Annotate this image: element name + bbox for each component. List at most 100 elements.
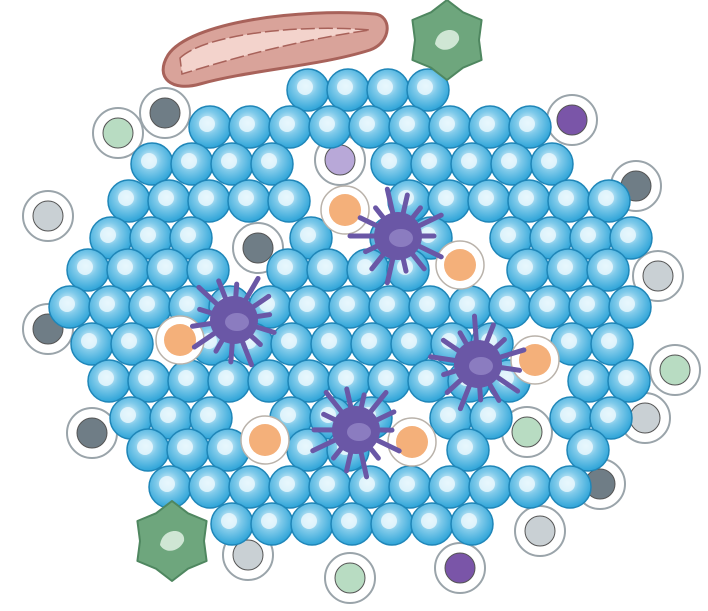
blue-lymphocyte-icon — [48, 285, 92, 329]
blue-lymphocyte-icon — [170, 142, 214, 186]
macrophage-icon — [411, 0, 483, 81]
peripheral-cell-icon — [514, 505, 566, 557]
orange-cells — [155, 185, 560, 467]
blue-lymphocyte-icon — [88, 285, 132, 329]
blue-lymphocyte-icon — [546, 248, 590, 292]
blue-lymphocyte-icon — [410, 502, 454, 546]
blue-lymphocyte-icon — [70, 322, 114, 366]
blue-lymphocyte-icon — [428, 465, 472, 509]
blue-lymphocyte-icon — [326, 68, 370, 112]
orange-cell-icon — [320, 185, 370, 235]
blue-lymphocyte-icon — [370, 142, 414, 186]
blue-lymphocyte-icon — [348, 105, 392, 149]
dendritic-cell-icon — [189, 275, 277, 368]
blue-lymphocyte-icon — [469, 396, 513, 440]
blue-lymphocyte-icon — [370, 502, 414, 546]
blue-lymphocyte-icon — [590, 322, 634, 366]
peripheral-cell-icon — [22, 190, 74, 242]
blue-lymphocyte-icon — [468, 105, 512, 149]
blue-lymphocyte-icon — [87, 359, 131, 403]
macrophage-icon — [136, 500, 208, 582]
dendritic-cell-icon — [310, 386, 402, 480]
dendritic-cells — [189, 186, 527, 480]
blue-lymphocyte-icon — [467, 179, 511, 223]
blue-lymphocyte-icon — [268, 105, 312, 149]
blue-lymphocyte-icon — [290, 502, 334, 546]
blue-lymphocyte-icon — [210, 142, 254, 186]
blue-lymphocyte-icon — [189, 396, 233, 440]
macrophages — [136, 0, 483, 582]
peripheral-cell-icon — [632, 250, 684, 302]
blue-lymphocyte-icon — [106, 248, 150, 292]
blue-lymphocyte-icon — [228, 465, 272, 509]
blue-lymphocyte-icon — [287, 359, 331, 403]
blue-lymphocyte-icon — [508, 465, 552, 509]
blue-lymphocyte-icon — [566, 428, 610, 472]
blue-lymphocyte-icon — [528, 285, 572, 329]
blue-lymphocyte-icon — [306, 248, 350, 292]
blue-lymphocyte-icon — [247, 359, 291, 403]
peripheral-cell-icon — [649, 344, 701, 396]
blue-lymphocyte-icon — [166, 428, 210, 472]
blue-lymphocyte-icon — [66, 248, 110, 292]
blue-lymphocyte-icon — [406, 68, 450, 112]
blue-lymphocyte-icon — [310, 322, 354, 366]
blood-vessel — [161, 11, 389, 88]
blue-lymphocyte-icon — [268, 465, 312, 509]
blue-lymphocyte-icon — [110, 322, 154, 366]
blue-lymphocyte-icon — [330, 502, 374, 546]
blue-lymphocyte-icon — [567, 359, 611, 403]
blood-vessel-icon — [161, 11, 389, 88]
blue-lymphocyte-icon — [366, 68, 410, 112]
blue-lymphocyte-icon — [146, 248, 190, 292]
blue-lymphocyte-icon — [348, 465, 392, 509]
dendritic-cell-icon — [347, 186, 444, 286]
blue-lymphocyte-icon — [508, 105, 552, 149]
peripheral-cell-icon — [139, 87, 191, 139]
blue-lymphocyte-icon — [188, 105, 232, 149]
blue-lymphocyte-icon — [446, 428, 490, 472]
blue-lymphocyte-icon — [547, 179, 591, 223]
blue-lymphocyte-icon — [450, 142, 494, 186]
blue-lymphocyte-icon — [250, 142, 294, 186]
blue-lymphocyte-icon — [427, 179, 471, 223]
blue-lymphocyte-icon — [550, 322, 594, 366]
blue-lymphocyte-icon — [548, 465, 592, 509]
blue-lymphocyte-icon — [608, 285, 652, 329]
blue-lymphocyte-icon — [350, 322, 394, 366]
blue-lymphocyte-icon — [167, 359, 211, 403]
blue-lymphocyte-icon — [126, 428, 170, 472]
blue-lymphocyte-icon — [187, 179, 231, 223]
blue-lymphocyte-icon — [308, 105, 352, 149]
blue-lymphocyte-icon — [288, 285, 332, 329]
blue-lymphocyte-icon — [228, 105, 272, 149]
blue-lymphocyte-icon — [507, 179, 551, 223]
blue-lymphocyte-icon — [368, 285, 412, 329]
blue-lymphocyte-icon — [267, 179, 311, 223]
orange-cell-icon — [240, 415, 290, 465]
orange-cell-icon — [435, 240, 485, 290]
blue-lymphocyte-icon — [286, 68, 330, 112]
blue-lymphocyte-icon — [147, 179, 191, 223]
peripheral-cell-icon — [66, 407, 118, 459]
orange-cell-icon — [387, 417, 437, 467]
lymphocyte-cluster — [48, 68, 653, 546]
peripheral-cell-icon — [434, 542, 486, 594]
blue-lymphocyte-icon — [270, 322, 314, 366]
blue-lymphocyte-icon — [506, 248, 550, 292]
blue-lymphocyte-icon — [489, 216, 533, 260]
blue-lymphocyte-icon — [266, 248, 310, 292]
blue-lymphocyte-icon — [127, 359, 171, 403]
blue-lymphocyte-icon — [568, 285, 612, 329]
blue-lymphocyte-icon — [188, 465, 232, 509]
blue-lymphocyte-icon — [448, 285, 492, 329]
blue-lymphocyte-icon — [410, 142, 454, 186]
blue-lymphocyte-icon — [327, 359, 371, 403]
blue-lymphocyte-icon — [607, 359, 651, 403]
blue-lymphocyte-icon — [210, 502, 254, 546]
blue-lymphocyte-icon — [490, 142, 534, 186]
peripheral-cell-icon — [546, 94, 598, 146]
blue-lymphocyte-icon — [227, 179, 271, 223]
blue-lymphocyte-icon — [328, 285, 372, 329]
blue-lymphocyte-icon — [130, 142, 174, 186]
